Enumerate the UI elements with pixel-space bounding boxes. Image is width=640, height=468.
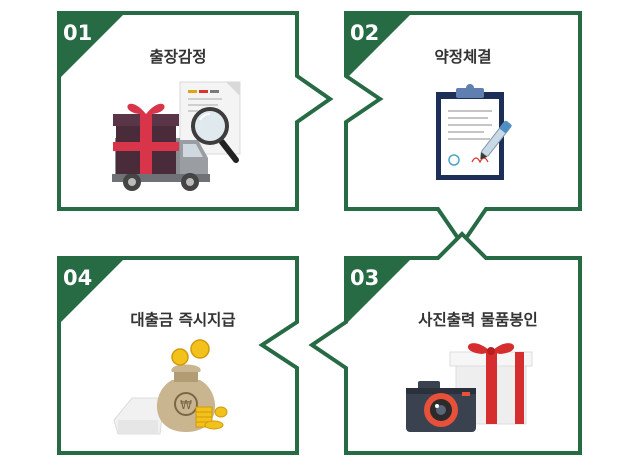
step-04-title: 대출금 즉시지급 — [130, 311, 235, 329]
clipboard-contract-icon — [436, 84, 512, 180]
badges — [59, 13, 412, 324]
step-01-title: 출장감정 — [149, 47, 206, 66]
step-03-number: 03 — [350, 266, 379, 290]
svg-text:₩: ₩ — [180, 398, 192, 412]
step-02-number: 02 — [350, 21, 379, 45]
step-04-number: 04 — [63, 266, 92, 290]
step-03-badge — [346, 258, 412, 324]
step-03-title: 사진출력 물품봉인 — [418, 310, 537, 329]
money-bag-coins-icon: ₩ — [113, 339, 228, 435]
gift-truck-inspection-icon — [112, 81, 241, 191]
camera-gift-box-icon — [406, 343, 533, 432]
step-01-number: 01 — [63, 21, 92, 45]
step-04-badge — [59, 258, 125, 324]
step-02-title: 약정체결 — [434, 47, 491, 66]
step-01-badge — [59, 13, 125, 79]
step-02-badge — [346, 13, 412, 79]
